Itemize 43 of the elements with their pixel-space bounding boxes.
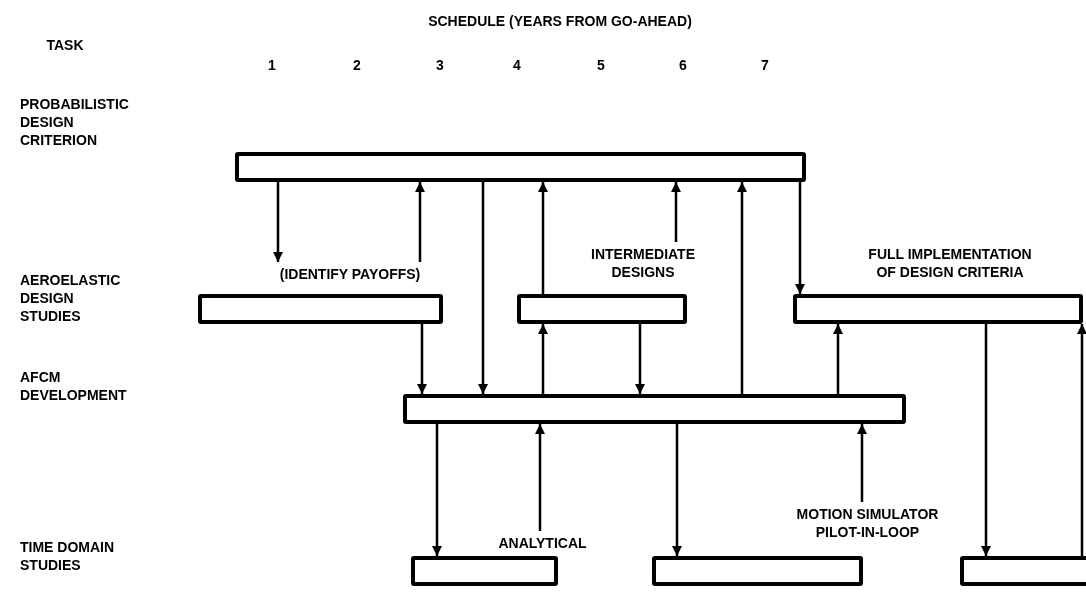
year-number: 2 [352,56,362,74]
task-label: AFCM DEVELOPMENT [20,368,128,404]
arrow [833,324,843,394]
year-number: 1 [267,56,277,74]
year-number: 7 [760,56,770,74]
schedule-bar [652,556,863,586]
arrow [672,424,682,556]
bar-caption: ANALYTICAL [497,534,588,552]
column-heading: TASK [45,36,85,54]
arrow [432,424,442,556]
task-label: AEROELASTIC DESIGN STUDIES [20,271,122,325]
column-heading: SCHEDULE (YEARS FROM GO-AHEAD) [427,12,693,30]
arrow [635,324,645,394]
arrow [478,182,488,394]
arrow [857,424,867,502]
year-number: 4 [512,56,522,74]
task-label: PROBABILISTIC DESIGN CRITERION [20,95,130,149]
year-number: 3 [435,56,445,74]
arrow [273,182,283,262]
schedule-bar [235,152,806,182]
arrow [795,182,805,294]
arrow [538,324,548,394]
bar-caption: FULL IMPLEMENTATION OF DESIGN CRITERIA [867,245,1033,281]
bar-caption: (IDENTIFY PAYOFFS) [278,265,422,283]
bar-caption: MOTION SIMULATOR PILOT-IN-LOOP [795,505,940,541]
schedule-bar [517,294,687,324]
schedule-bar [403,394,906,424]
schedule-bar [411,556,558,586]
arrow [1077,324,1086,556]
schedule-bar [793,294,1083,324]
arrow [417,324,427,394]
bar-caption: INTERMEDIATE DESIGNS [590,245,696,281]
task-label: TIME DOMAIN STUDIES [20,538,116,574]
schedule-bar [198,294,443,324]
schedule-bar [960,556,1086,586]
arrow [535,424,545,531]
arrow [671,182,681,242]
arrow [415,182,425,262]
arrow [737,182,747,394]
arrow [981,324,991,556]
arrow [538,182,548,294]
year-number: 5 [596,56,606,74]
year-number: 6 [678,56,688,74]
